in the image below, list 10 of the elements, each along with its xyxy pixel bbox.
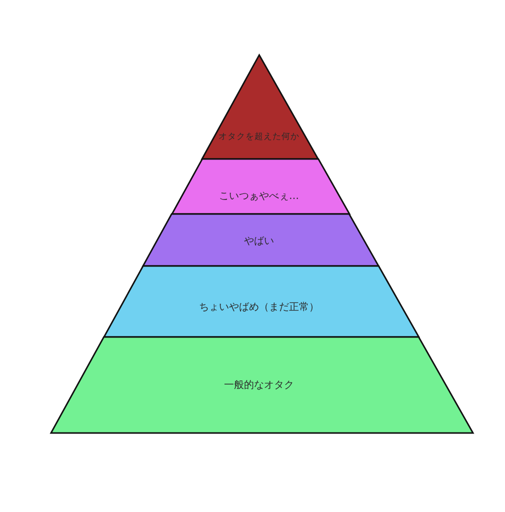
tier-label: 一般的なオタク — [224, 380, 294, 392]
pyramid-tier — [51, 337, 473, 433]
pyramid-tier — [104, 266, 419, 337]
tier-label: ちょいやばめ（まだ正常） — [198, 302, 319, 314]
pyramid-tier — [202, 55, 318, 159]
tier-label: こいつぁやべぇ… — [218, 191, 299, 203]
pyramid-tier — [142, 214, 378, 266]
pyramid-tier — [172, 159, 349, 214]
tier-label: オタクを超えた何か — [218, 132, 300, 142]
tier-label: やばい — [244, 236, 274, 248]
